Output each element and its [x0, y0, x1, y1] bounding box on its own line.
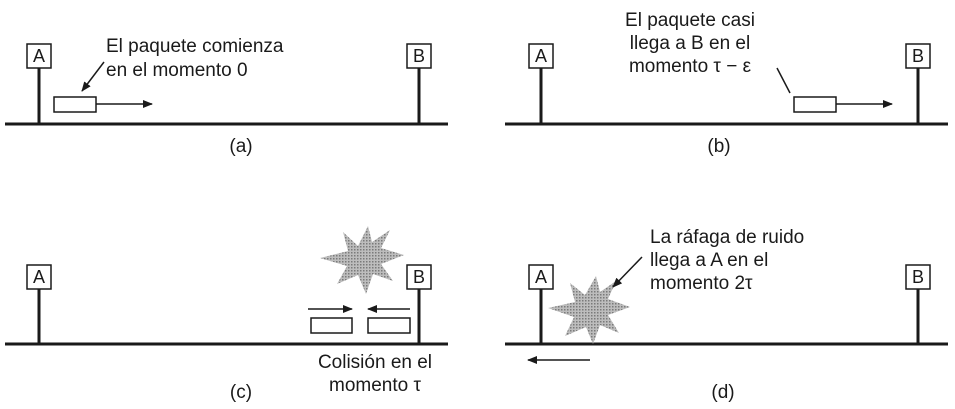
panel-d-note-line3: momento 2τ — [650, 273, 753, 294]
panel-a-note-line2: en el momento 0 — [106, 60, 248, 81]
packet-from-b — [367, 317, 411, 334]
station-b-label: B — [412, 46, 425, 66]
panel-c-note-line1: Colisión en el — [317, 352, 433, 373]
station-a-label: A — [534, 46, 547, 66]
panel-c — [5, 226, 448, 346]
panel-b-note-line2: llega a B en el — [629, 33, 751, 54]
pointer-arrow — [81, 61, 105, 92]
packet-from-a — [310, 317, 353, 334]
station-a-label: A — [534, 267, 547, 287]
station-a-box — [528, 264, 554, 290]
station-b-label: B — [911, 46, 924, 66]
packet — [53, 96, 97, 113]
station-a-box — [26, 264, 52, 290]
panel-a-note-line1: El paquete comienza — [106, 36, 284, 57]
panel-d-note-line1: La ráfaga de ruido — [650, 227, 805, 248]
panel-b-note-line3: momento τ − ε — [628, 56, 752, 77]
pointer-line — [776, 67, 791, 94]
pointer-arrow — [612, 256, 643, 288]
station-a-label: A — [32, 46, 45, 66]
panel-d — [505, 256, 948, 364]
station-b-label: B — [412, 267, 425, 287]
station-b-box — [905, 264, 931, 290]
station-b-box — [406, 43, 432, 69]
station-b-box — [406, 264, 432, 290]
panel-c-caption: (c) — [229, 382, 253, 403]
panel-d-caption: (d) — [711, 382, 735, 403]
station-a-box — [26, 43, 52, 69]
panel-b-caption: (b) — [707, 136, 731, 157]
station-b-label: B — [911, 267, 924, 287]
station-a-label: A — [32, 267, 45, 287]
station-b-box — [905, 43, 931, 69]
panel-c-note-line2: momento τ — [329, 375, 421, 396]
packet — [793, 96, 837, 113]
noise-burst — [320, 226, 404, 294]
station-a-box — [528, 43, 554, 69]
panel-b — [505, 43, 948, 126]
noise-burst — [548, 276, 630, 344]
panel-a-caption: (a) — [229, 136, 253, 157]
panel-d-note-line2: llega a A en el — [650, 250, 769, 271]
panel-b-note-line1: El paquete casi — [625, 10, 755, 31]
panel-a — [5, 43, 448, 126]
